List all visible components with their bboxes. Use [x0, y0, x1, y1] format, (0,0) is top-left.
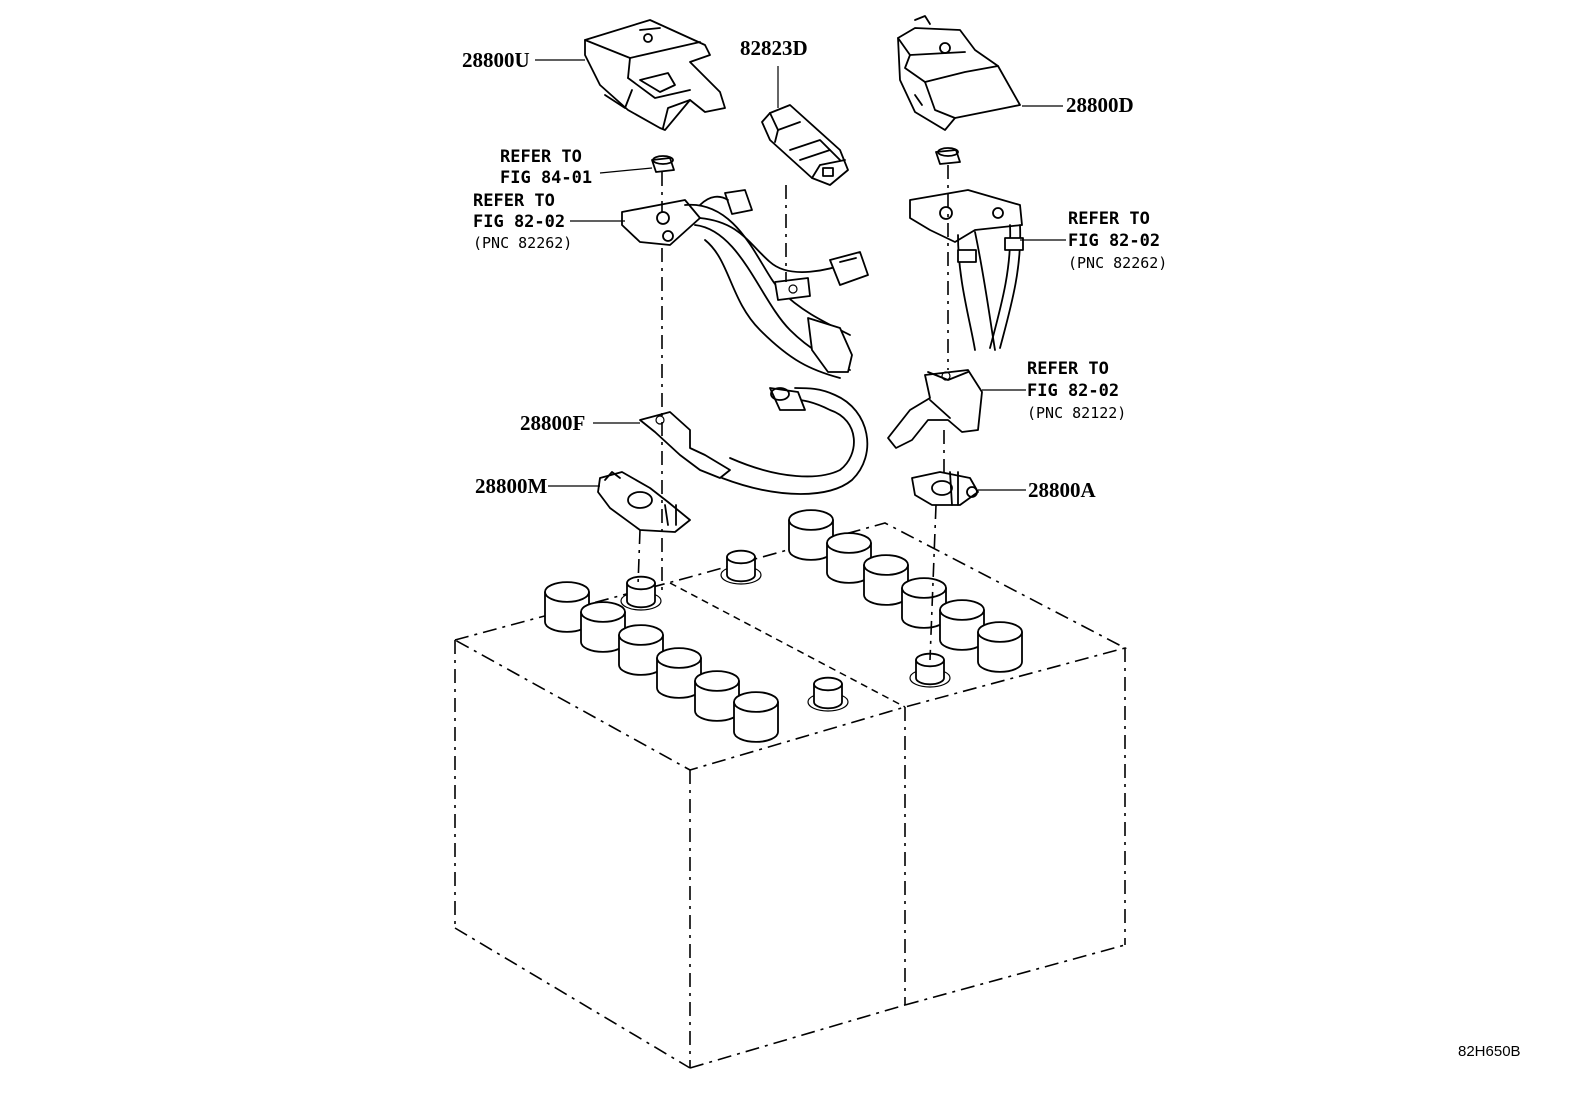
- ref3-pnc: (PNC 82262): [1068, 254, 1167, 272]
- cell-cap: [544, 581, 590, 633]
- ref4-line1: REFER TO: [1027, 359, 1109, 379]
- ref3-line2: FIG 82-02: [1068, 231, 1160, 251]
- cable-82122: [887, 369, 983, 449]
- label-28800d: 28800D: [1066, 93, 1134, 117]
- wire-harness-right: [909, 147, 1024, 351]
- wire-harness-left: [621, 155, 869, 379]
- terminal-post: [720, 549, 762, 585]
- clamp-28800m: [597, 471, 691, 533]
- label-28800m: 28800M: [475, 474, 548, 498]
- ref2-line1: REFER TO: [473, 191, 555, 211]
- ref1-line1: REFER TO: [500, 147, 582, 167]
- cover-28800u: [584, 19, 726, 131]
- cell-cap: [863, 554, 909, 606]
- cell-cap: [694, 670, 740, 722]
- ref2-line2: FIG 82-02: [473, 212, 565, 232]
- cell-cap: [656, 647, 702, 699]
- reference-labels: REFER TO FIG 84-01 REFER TO FIG 82-02 (P…: [473, 147, 1167, 422]
- cell-cap: [977, 621, 1023, 673]
- cell-cap: [618, 624, 664, 676]
- cell-cap: [826, 532, 872, 584]
- cell-cap: [733, 691, 779, 743]
- figure-code: 82H650B: [1458, 1043, 1521, 1060]
- cover-28800d: [897, 15, 1021, 131]
- terminal-post: [909, 652, 951, 688]
- ref1-line2: FIG 84-01: [500, 168, 592, 188]
- ref4-line2: FIG 82-02: [1027, 381, 1119, 401]
- battery-caps: [544, 509, 1023, 743]
- terminal-post: [620, 575, 662, 611]
- ref4-pnc: (PNC 82122): [1027, 404, 1126, 422]
- battery: [452, 522, 1128, 1069]
- part-labels: 28800U 82823D 28800D 28800F 28800M 28800…: [462, 36, 1134, 502]
- label-82823d: 82823D: [740, 36, 808, 60]
- connector-82823d: [761, 104, 849, 186]
- terminal-post: [807, 676, 849, 712]
- ref3-line1: REFER TO: [1068, 209, 1150, 229]
- label-28800f: 28800F: [520, 411, 585, 435]
- ref2-pnc: (PNC 82262): [473, 234, 572, 252]
- label-28800u: 28800U: [462, 48, 530, 72]
- cell-cap: [901, 577, 947, 629]
- clamp-28800a: [911, 471, 979, 506]
- cell-cap: [939, 599, 985, 651]
- cable-28800f: [639, 387, 869, 495]
- assembly-lines: [637, 165, 949, 661]
- leader-lines: [535, 59, 1066, 491]
- label-28800a: 28800A: [1028, 478, 1097, 502]
